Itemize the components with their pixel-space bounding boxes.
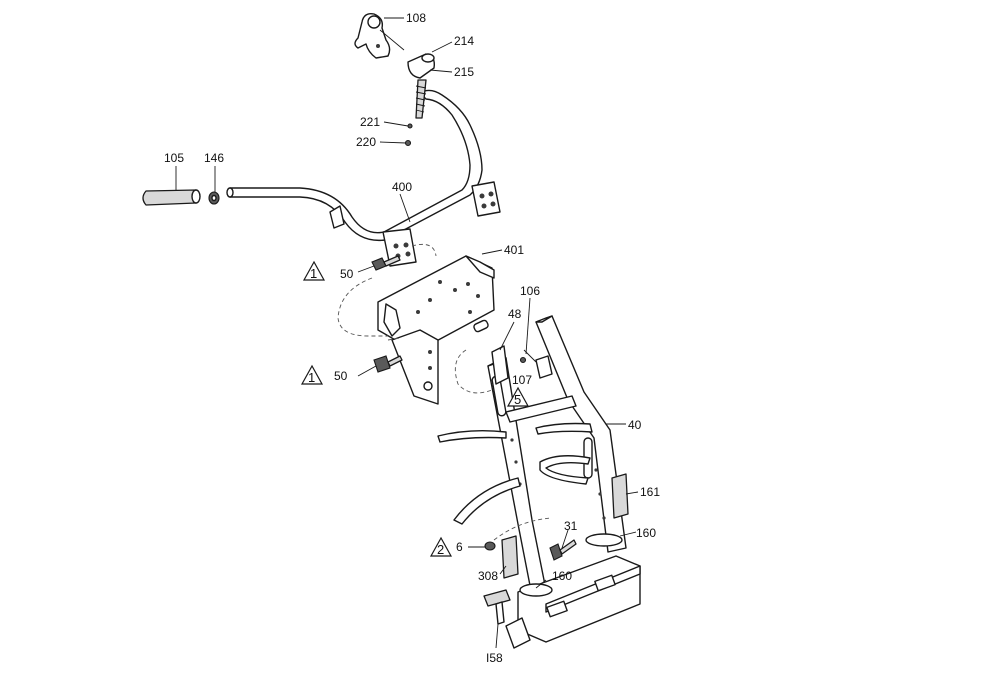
warning-triangle-icon: 1	[300, 364, 324, 385]
screw-220	[404, 139, 412, 147]
callout-50-upper: 50	[340, 267, 354, 281]
warning-number: 1	[310, 266, 317, 281]
connector-107	[519, 356, 527, 364]
callout-158: I58	[486, 651, 503, 665]
callout-40: 40	[628, 418, 642, 432]
callout-221: 221	[360, 115, 380, 129]
control-lever-part	[354, 12, 391, 59]
callout-308: 308	[478, 569, 498, 583]
callout-400: 400	[392, 180, 412, 194]
callout-146: 146	[204, 151, 224, 165]
callout-401: 401	[504, 243, 524, 257]
callout-31: 31	[564, 519, 578, 533]
warning-number: 1	[308, 370, 315, 385]
callout-105: 105	[164, 151, 184, 165]
callout-108: 108	[406, 11, 426, 25]
handlebar-part	[226, 89, 501, 267]
u-bolt-part-160-lower	[519, 583, 553, 597]
bolt-part-50-upper	[371, 255, 401, 271]
leader-lines	[175, 17, 639, 649]
knob-part-158	[483, 589, 511, 625]
callout-161: 161	[640, 485, 660, 499]
callout-215: 215	[454, 65, 474, 79]
cable-spring-part	[415, 79, 427, 119]
callout-48: 48	[508, 307, 522, 321]
callout-160-lower: 160	[552, 569, 572, 583]
bolt-part-50-lower	[373, 355, 403, 373]
callout-107: 107	[512, 373, 532, 387]
hand-grip-part	[142, 189, 201, 206]
dashed-path-48	[454, 349, 493, 394]
dashed-path-308	[493, 517, 553, 541]
callout-160-upper: 160	[636, 526, 656, 540]
decal-part-161	[611, 473, 629, 519]
callout-50-lower: 50	[334, 369, 348, 383]
callout-214: 214	[454, 34, 474, 48]
bracket-part-48	[491, 345, 509, 385]
plate-part-308	[501, 535, 519, 579]
nut-part-146	[208, 191, 220, 205]
warning-number: 2	[437, 542, 444, 557]
u-bolt-part-160-upper	[585, 533, 623, 547]
warning-triangle-icon: 1	[302, 260, 326, 281]
callout-220: 220	[356, 135, 376, 149]
throttle-clamp-part	[407, 53, 436, 79]
callout-6: 6	[456, 540, 463, 554]
cable-harness-part	[437, 429, 591, 525]
bolt-part-31	[549, 539, 577, 561]
nut-part-6	[484, 541, 496, 551]
washer-221	[407, 123, 413, 129]
warning-number: 5	[514, 392, 521, 407]
callout-106: 106	[520, 284, 540, 298]
mounting-plate-part	[377, 255, 495, 405]
warning-triangle-icon: 2	[429, 536, 453, 557]
warning-triangle-icon: 5	[506, 386, 530, 407]
